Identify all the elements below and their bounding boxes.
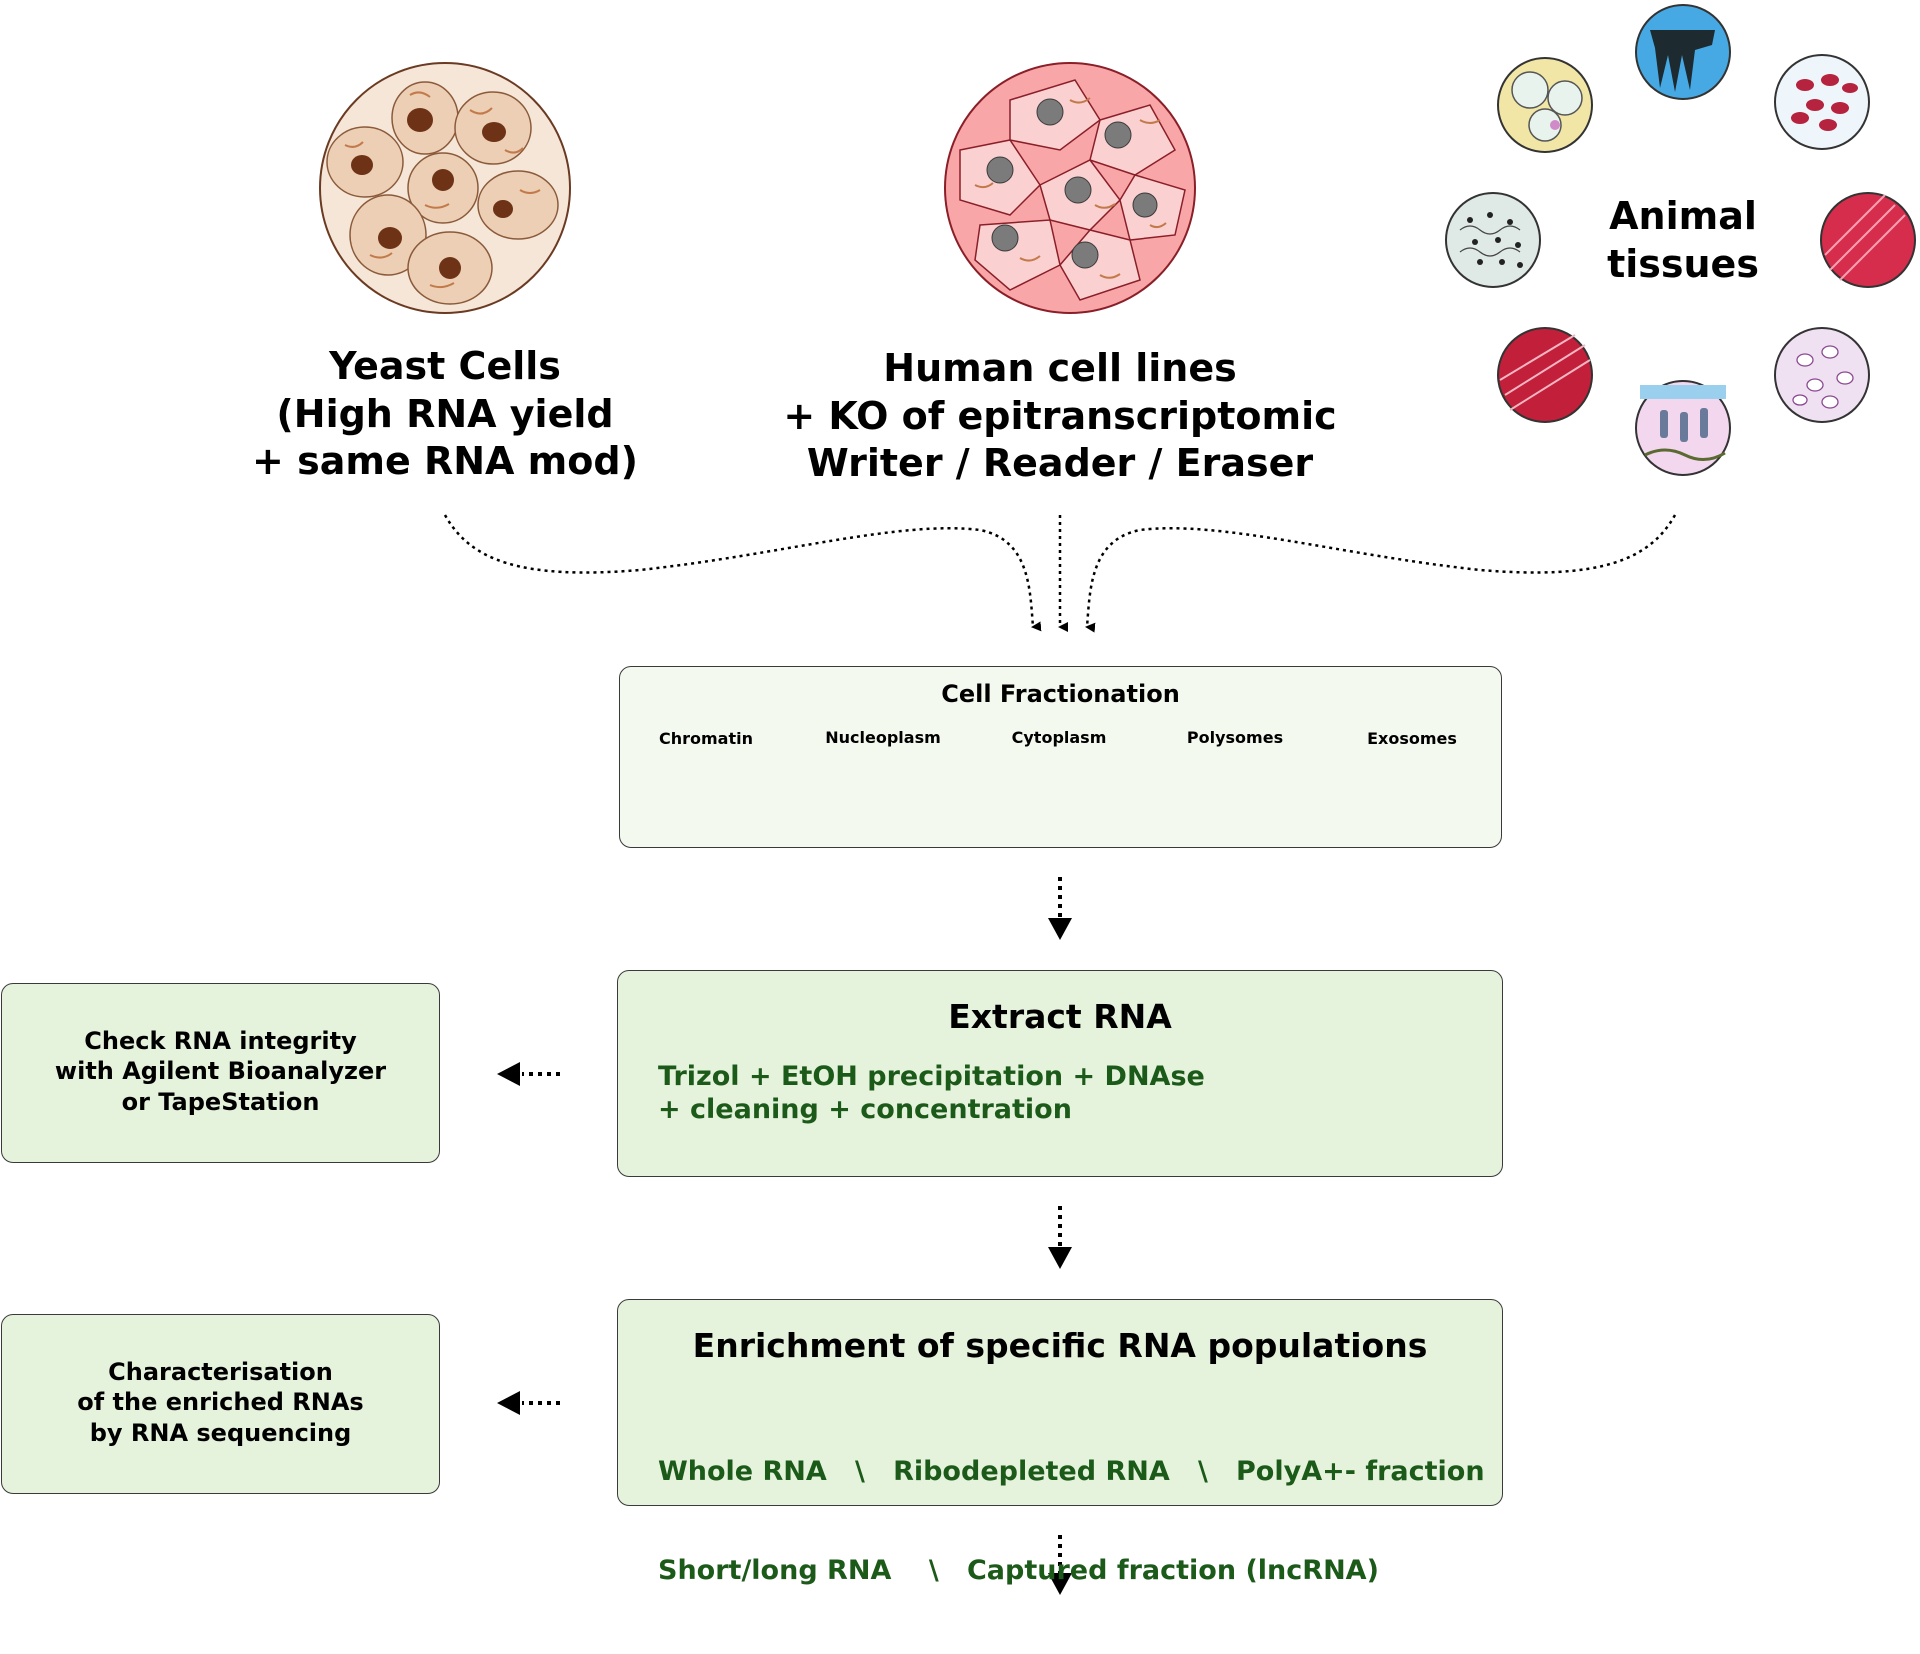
merge-arrows — [443, 514, 1677, 633]
characterisation-arrow — [497, 1391, 560, 1415]
human-label: Human cell lines + KO of epitranscriptom… — [760, 345, 1360, 488]
human-label-line: Writer / Reader / Eraser — [806, 441, 1314, 485]
fraction-label: Nucleoplasm — [825, 728, 941, 747]
integrity-box: Check RNA integrity with Agilent Bioanal… — [1, 983, 440, 1163]
integrity-arrow — [497, 1062, 560, 1086]
enrichment-line: Whole RNA \ Ribodepleted RNA \ PolyA+- f… — [658, 1455, 1485, 1487]
characterisation-line: by RNA sequencing — [89, 1418, 352, 1447]
enrichment-box: Enrichment of specific RNA populations W… — [617, 1299, 1503, 1586]
tissues-to-fractionation-arrow — [1085, 514, 1677, 633]
yeast-cells-icon — [319, 62, 571, 314]
integrity-line: Check RNA integrity — [84, 1027, 357, 1055]
extract-rna-title: Extract RNA — [948, 997, 1172, 1036]
extract-rna-details: Trizol + EtOH precipitation + DNAse + cl… — [658, 1061, 1205, 1127]
characterisation-line: Characterisation — [108, 1358, 333, 1386]
bone-tissue-icon — [1774, 327, 1870, 423]
blood-cells-icon — [1774, 54, 1870, 150]
human-label-line: Human cell lines — [883, 346, 1237, 390]
integrity-text: Check RNA integrity with Agilent Bioanal… — [2, 1026, 439, 1117]
extract-rna-line: + cleaning + concentration — [658, 1093, 1072, 1125]
fraction-label: Polysomes — [1186, 728, 1284, 747]
fractionation-box: Cell Fractionation — [619, 666, 1502, 848]
human-label-line: + KO of epitranscriptomic — [783, 393, 1337, 438]
characterisation-box: Characterisation of the enriched RNAs by… — [1, 1314, 440, 1494]
fraction-label: Exosomes — [1367, 729, 1457, 748]
yeast-to-fractionation-arrow — [443, 514, 1042, 632]
extract-rna-box: Extract RNA Trizol + EtOH precipitation … — [617, 970, 1503, 1177]
animal-label-line: Animal — [1609, 194, 1757, 238]
integrity-line: with Agilent Bioanalyzer — [54, 1057, 387, 1086]
adipose-tissue-icon — [1497, 57, 1593, 153]
fraction-label: Chromatin — [658, 729, 753, 748]
flow-arrow-3 — [1048, 1535, 1072, 1595]
yeast-label: Yeast Cells (High RNA yield + same RNA m… — [205, 343, 685, 486]
fraction-label: Cytoplasm — [1011, 728, 1107, 747]
characterisation-text: Characterisation of the enriched RNAs by… — [2, 1357, 439, 1448]
cardiac-muscle-icon — [1497, 327, 1593, 423]
yeast-label-line: + same RNA mod) — [252, 439, 638, 483]
animal-label: Animal tissues — [1570, 193, 1796, 288]
glandular-tissue-icon — [1445, 192, 1541, 288]
smooth-muscle-icon — [1820, 192, 1916, 288]
integrity-line: or TapeStation — [121, 1087, 320, 1116]
workflow-diagram — [319, 4, 1916, 1595]
enrichment-title: Enrichment of specific RNA populations — [692, 1326, 1428, 1365]
ciliated-epithelium-icon — [1635, 380, 1731, 476]
flow-arrow-2 — [1048, 1206, 1072, 1269]
characterisation-line: of the enriched RNAs — [77, 1388, 364, 1417]
enrichment-line: Short/long RNA \ Captured fraction (lncR… — [658, 1554, 1379, 1586]
fractionation-title: Cell Fractionation — [941, 680, 1180, 708]
enrichment-details: Whole RNA \ Ribodepleted RNA \ PolyA+- f… — [658, 1390, 1485, 1654]
flow-arrow-1 — [1048, 877, 1072, 940]
extract-rna-line: Trizol + EtOH precipitation + DNAse — [658, 1061, 1205, 1092]
animal-label-line: tissues — [1607, 241, 1759, 286]
epithelium-tissue-icon — [1635, 4, 1731, 100]
yeast-label-line: (High RNA yield — [276, 391, 614, 436]
yeast-label-line: Yeast Cells — [329, 344, 561, 388]
human-cells-icon — [944, 62, 1196, 314]
